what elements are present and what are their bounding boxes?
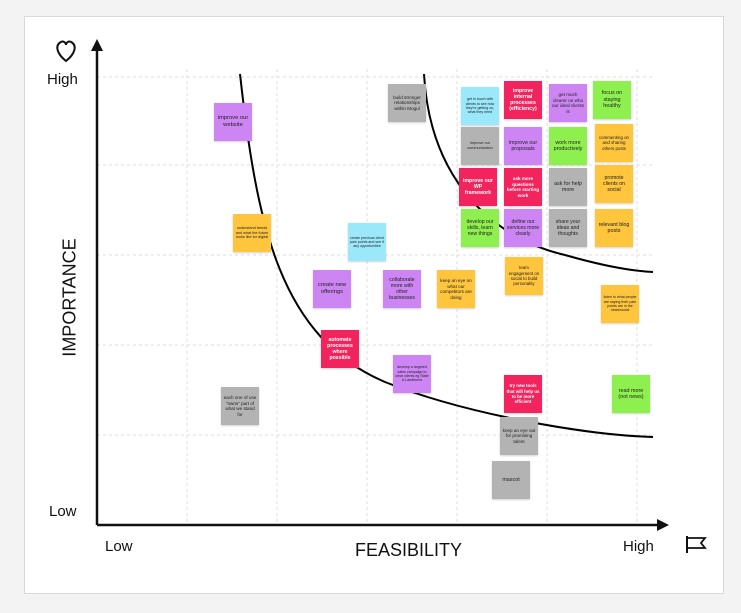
note-text: get much clearer on who our ideal client… (552, 92, 584, 114)
note-text: improve our website (217, 115, 249, 128)
flag-icon (686, 536, 707, 553)
note-text: relevant blog posts (598, 221, 630, 234)
sticky-note[interactable]: understand trends and what the future lo… (233, 214, 271, 252)
note-text: keep an eye out for promising talent (502, 427, 536, 444)
prioritization-board: High Low Low High FEASIBILITY IMPORTANCE… (24, 16, 724, 594)
x-axis-title: FEASIBILITY (355, 540, 463, 560)
sticky-note[interactable]: define our services more clearly (504, 209, 542, 247)
note-text: keep an eye on what our competitors are … (440, 278, 472, 300)
note-text: ask for help more (554, 180, 582, 193)
sticky-note[interactable]: develop a targeted sales campaign to cle… (393, 355, 431, 393)
note-text: automate processes where possible (327, 336, 353, 362)
note-text: improve our WP framework (463, 177, 493, 197)
axes (91, 39, 669, 531)
sticky-note[interactable]: focus on staying healthy (593, 81, 631, 119)
x-low-label: Low (105, 538, 133, 555)
sticky-note[interactable]: improve our WP framework (459, 168, 497, 206)
sticky-note[interactable]: relevant blog posts (595, 209, 633, 247)
sticky-note[interactable]: improve our website (214, 103, 252, 141)
sticky-note[interactable]: team engagement on social to build perso… (505, 257, 543, 295)
sticky-note[interactable]: create previous client pain points and s… (348, 223, 386, 261)
note-text: promote clients on social (603, 174, 625, 194)
sticky-note[interactable]: get in touch with clients to see how the… (461, 87, 499, 125)
note-text: mascot (502, 476, 520, 483)
sticky-note[interactable]: develop our skills, learn new things (461, 209, 499, 247)
matrix-chart (56, 39, 707, 553)
sticky-note[interactable]: get much clearer on who our ideal client… (549, 84, 587, 122)
sticky-note[interactable]: commenting on and sharing others posts (595, 124, 633, 162)
note-text: share your ideas and thoughts (555, 218, 581, 238)
sticky-note[interactable]: automate processes where possible (321, 330, 359, 368)
heart-icon (56, 40, 76, 63)
sticky-note[interactable]: improve our proposals (504, 127, 542, 165)
note-text: ask more questions before starting work (506, 176, 540, 198)
note-text: create previous client pain points and s… (350, 235, 384, 249)
y-high-label: High (47, 71, 78, 88)
note-text: try new tools that will help us to be mo… (506, 383, 540, 405)
note-text: each one of use "owns" part of what we s… (223, 395, 257, 417)
x-high-label: High (623, 538, 654, 555)
note-text: understand trends and what the future lo… (235, 226, 269, 240)
note-text: focus on staying healthy (601, 90, 623, 110)
note-text: listen to what people are saying their p… (603, 295, 637, 313)
note-text: define our services more clearly (506, 218, 540, 238)
note-text: improve our proposals (508, 139, 538, 152)
note-text: build stronger relationships within Mogu… (393, 94, 421, 111)
sticky-note[interactable]: ask for help more (549, 168, 587, 206)
sticky-note[interactable]: improve our communication (461, 127, 499, 165)
sticky-note[interactable]: promote clients on social (595, 165, 633, 203)
note-text: commenting on and sharing others posts (598, 135, 630, 151)
note-text: improve internal processes (efficiency) (509, 87, 537, 113)
note-text: develop our skills, learn new things (466, 218, 494, 238)
sticky-note[interactable]: keep an eye out for promising talent (500, 417, 538, 455)
sticky-note[interactable]: mascot (492, 461, 530, 499)
note-text: work more productively (553, 139, 583, 152)
sticky-note[interactable]: improve internal processes (efficiency) (504, 81, 542, 119)
sticky-note[interactable]: create new offerings (313, 270, 351, 308)
y-axis-arrow (91, 39, 103, 51)
x-axis-arrow (657, 519, 669, 531)
sticky-note[interactable]: each one of use "owns" part of what we s… (221, 387, 259, 425)
note-text: read more (not news) (618, 387, 644, 400)
note-text: team engagement on social to build perso… (508, 265, 540, 287)
sticky-note[interactable]: ask more questions before starting work (504, 168, 542, 206)
sticky-note[interactable]: build stronger relationships within Mogu… (388, 84, 426, 122)
sticky-note[interactable]: collaborate more with other businesses (383, 270, 421, 308)
note-text: get in touch with clients to see how the… (465, 97, 495, 115)
note-text: improve our communication (467, 141, 493, 150)
curve-left (239, 73, 654, 438)
note-text: collaborate more with other businesses (389, 276, 415, 302)
sticky-note[interactable]: listen to what people are saying their p… (601, 285, 639, 323)
sticky-note[interactable]: share your ideas and thoughts (549, 209, 587, 247)
note-text: develop a targeted sales campaign to cle… (395, 365, 429, 383)
sticky-note[interactable]: try new tools that will help us to be mo… (504, 375, 542, 413)
y-axis-title: IMPORTANCE (59, 238, 80, 357)
sticky-note[interactable]: work more productively (549, 127, 587, 165)
y-low-label: Low (49, 503, 77, 520)
note-text: create new offerings (317, 282, 347, 295)
sticky-note[interactable]: read more (not news) (612, 375, 650, 413)
sticky-note[interactable]: keep an eye on what our competitors are … (437, 270, 475, 308)
